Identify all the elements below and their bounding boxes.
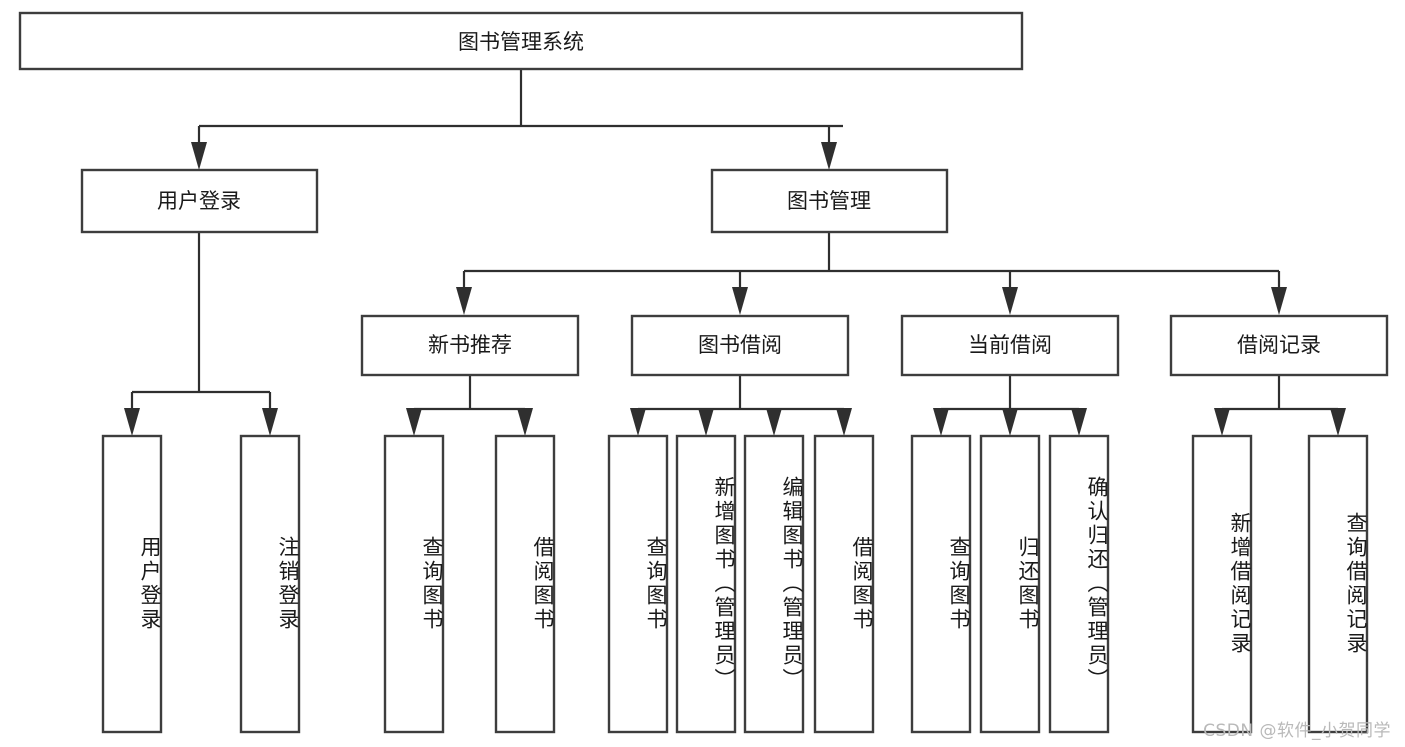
leaf-box-rec-borrow-book[interactable] [494,434,556,734]
node-root[interactable]: 图书管理系统 [18,11,1024,71]
node-root-label: 图书管理系统 [458,30,584,54]
leaf-box-borrow-query-book[interactable] [607,434,669,734]
leaf-box-logout[interactable] [239,434,301,734]
node-book-borrow-label: 图书借阅 [698,333,782,357]
connector-currentborrow-to-leaves [933,376,1087,436]
node-book-management-label: 图书管理 [787,189,871,213]
node-current-borrow[interactable]: 当前借阅 [900,314,1120,377]
node-user-login[interactable]: 用户登录 [80,168,319,234]
leaf-box-user-login[interactable] [101,434,163,734]
node-borrow-record[interactable]: 借阅记录 [1169,314,1389,377]
leaf-box-cur-confirm-return[interactable] [1048,434,1110,734]
node-user-login-label: 用户登录 [157,189,241,213]
connector-root-to-level2 [191,69,843,170]
leaf-box-cur-return-book[interactable] [979,434,1041,734]
node-book-borrow[interactable]: 图书借阅 [630,314,850,377]
leaf-box-cur-query-book[interactable] [910,434,972,734]
connector-borrowrecord-to-leaves [1214,376,1346,436]
node-book-management[interactable]: 图书管理 [710,168,949,234]
csdn-watermark: CSDN @软件_小贺同学 [1203,721,1391,741]
leaf-box-rec-query-book[interactable] [383,434,445,734]
node-current-borrow-label: 当前借阅 [968,333,1052,357]
connector-bookmgmt-to-level3 [456,233,1287,315]
leaf-box-record-search[interactable] [1307,434,1369,734]
connector-newbookrec-to-leaves [406,376,533,436]
leaf-box-borrow-add-book[interactable] [675,434,737,734]
leaf-box-borrow-lend-book[interactable] [813,434,875,734]
node-new-book-recommend-label: 新书推荐 [428,333,512,357]
connector-userlogin-to-leaves [124,233,278,436]
node-borrow-record-label: 借阅记录 [1237,333,1321,357]
connector-bookborrow-to-leaves [630,376,852,436]
leaf-box-record-add[interactable] [1191,434,1253,734]
node-new-book-recommend[interactable]: 新书推荐 [360,314,580,377]
leaf-box-borrow-edit-book[interactable] [743,434,805,734]
